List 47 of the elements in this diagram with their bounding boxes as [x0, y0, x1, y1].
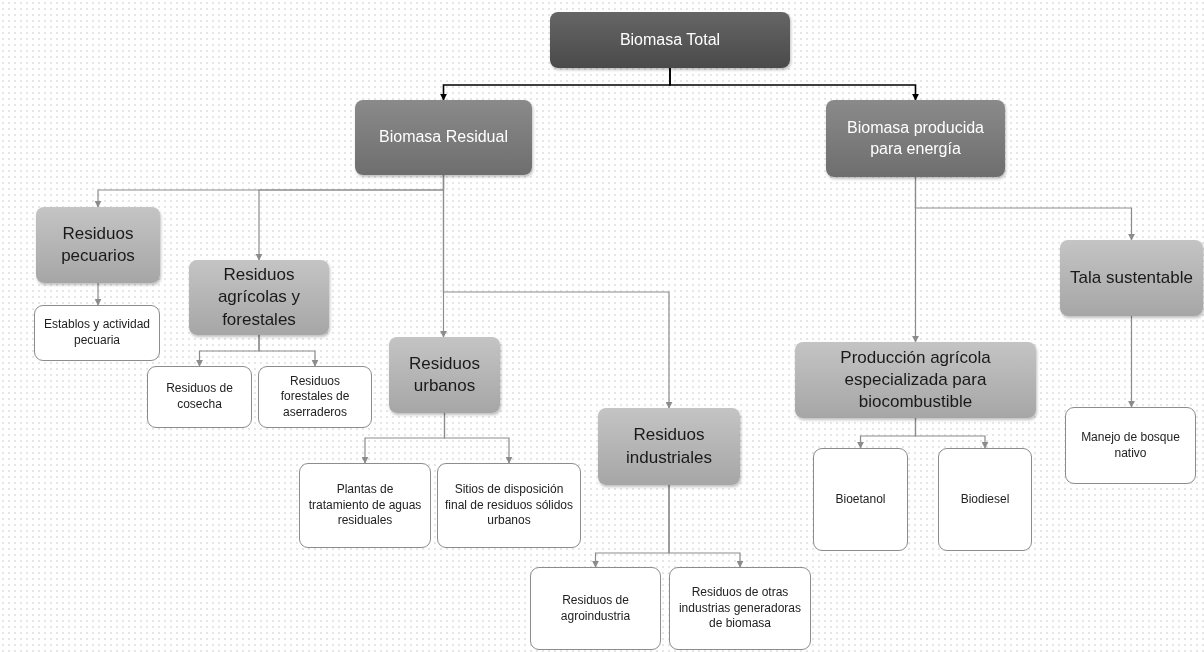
leaf-box — [258, 366, 372, 428]
leaf-box — [938, 448, 1032, 551]
arrow — [914, 417, 989, 449]
node-label: Residuos de cosecha — [165, 381, 234, 413]
category-box — [1060, 240, 1203, 316]
category-box — [550, 12, 790, 68]
node-label: Plantas de tratamiento de aguas residuales — [307, 482, 423, 529]
leaf-box — [147, 366, 252, 428]
category-box — [598, 408, 740, 485]
category-box — [355, 100, 532, 175]
node-label: Manejo de bosque nativo — [1080, 429, 1181, 462]
node-label: Residuos agrícolas y forestales — [216, 264, 302, 331]
category-box — [189, 260, 329, 335]
node-label: Residuos urbanos — [408, 352, 481, 397]
category-box — [36, 207, 160, 283]
category-box — [826, 100, 1005, 177]
leaf-box — [813, 448, 908, 551]
node-label: Residuos pecuarios — [60, 222, 136, 267]
leaf-box — [299, 463, 431, 548]
node-label: Biodiesel — [960, 491, 1010, 508]
node-label: Sitios de disposición final de residuos sólidos urbanos — [444, 482, 574, 529]
leaf-box — [530, 567, 661, 650]
node-label: Tala sustentable — [1070, 266, 1193, 289]
node-label: Residuos de otras industrias generadoras de biomasa — [677, 585, 803, 632]
node-label: Biomasa producida para energía — [846, 117, 985, 159]
arrow — [94, 282, 102, 306]
node-label: Residuos industriales — [625, 424, 713, 469]
arrow — [668, 484, 744, 568]
arrow — [442, 174, 673, 409]
arrow — [669, 67, 919, 101]
arrow — [443, 412, 513, 464]
node-label: Residuos de agroindustria — [559, 592, 632, 625]
node-label: Producción agrícola especializada para biocombustible — [839, 346, 992, 414]
category-box — [795, 342, 1036, 418]
node-label: Biomasa Residual — [379, 127, 508, 148]
node-label: Bioetanol — [835, 491, 886, 508]
leaf-box — [1065, 407, 1196, 484]
arrow — [914, 176, 1135, 241]
leaf-box — [669, 567, 811, 650]
leaf-box — [437, 463, 581, 548]
leaf-box — [34, 305, 160, 361]
node-label: Establos y actividad pecuaria — [42, 317, 152, 349]
arrow — [258, 334, 319, 367]
arrow — [1128, 315, 1135, 408]
node-label: Residuos forestales de aserraderos — [279, 373, 351, 421]
node-label: Biomasa Total — [619, 29, 721, 50]
category-box — [389, 337, 500, 413]
